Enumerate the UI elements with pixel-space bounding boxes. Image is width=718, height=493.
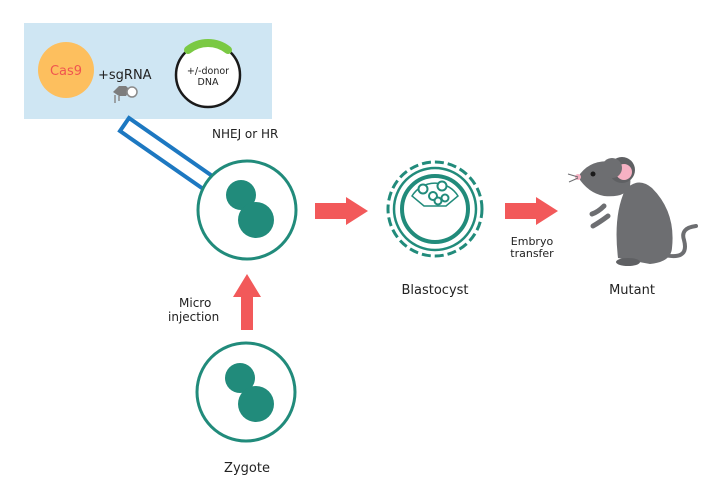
development-arrow — [315, 197, 368, 225]
micro-injection-arrow — [233, 274, 261, 330]
blastocyst-label: Blastocyst — [401, 283, 468, 298]
mutant-label: Mutant — [609, 283, 655, 298]
injected-zygote-cell — [196, 159, 298, 261]
reagent-panel: Cas9 +sgRNA +/-donor DNA — [24, 23, 272, 119]
zygote-label: Zygote — [224, 461, 270, 476]
cas9-label: Cas9 — [50, 64, 82, 79]
cas9-protein-icon — [38, 42, 94, 98]
sgrna-label: +sgRNA — [98, 68, 152, 83]
injection-needle-icon — [117, 115, 221, 196]
micro-injection-label-line1: Micro — [179, 296, 211, 310]
zygote-cell — [195, 341, 297, 443]
embryo-transfer-label-line2: transfer — [510, 247, 554, 260]
sgrna-icon — [113, 86, 138, 103]
donor-dna-plasmid-icon — [174, 38, 242, 109]
micro-injection-label-line2: injection — [168, 310, 219, 324]
blastocyst-icon — [386, 160, 484, 258]
nhej-hr-label: NHEJ or HR — [212, 127, 278, 141]
mutant-mouse-icon — [567, 157, 698, 266]
embryo-transfer-arrow — [505, 197, 558, 225]
donor-label-line1: +/-donor — [187, 66, 229, 77]
embryo-transfer-label-line1: Embryo — [511, 235, 554, 248]
donor-label-line2: DNA — [198, 77, 219, 88]
